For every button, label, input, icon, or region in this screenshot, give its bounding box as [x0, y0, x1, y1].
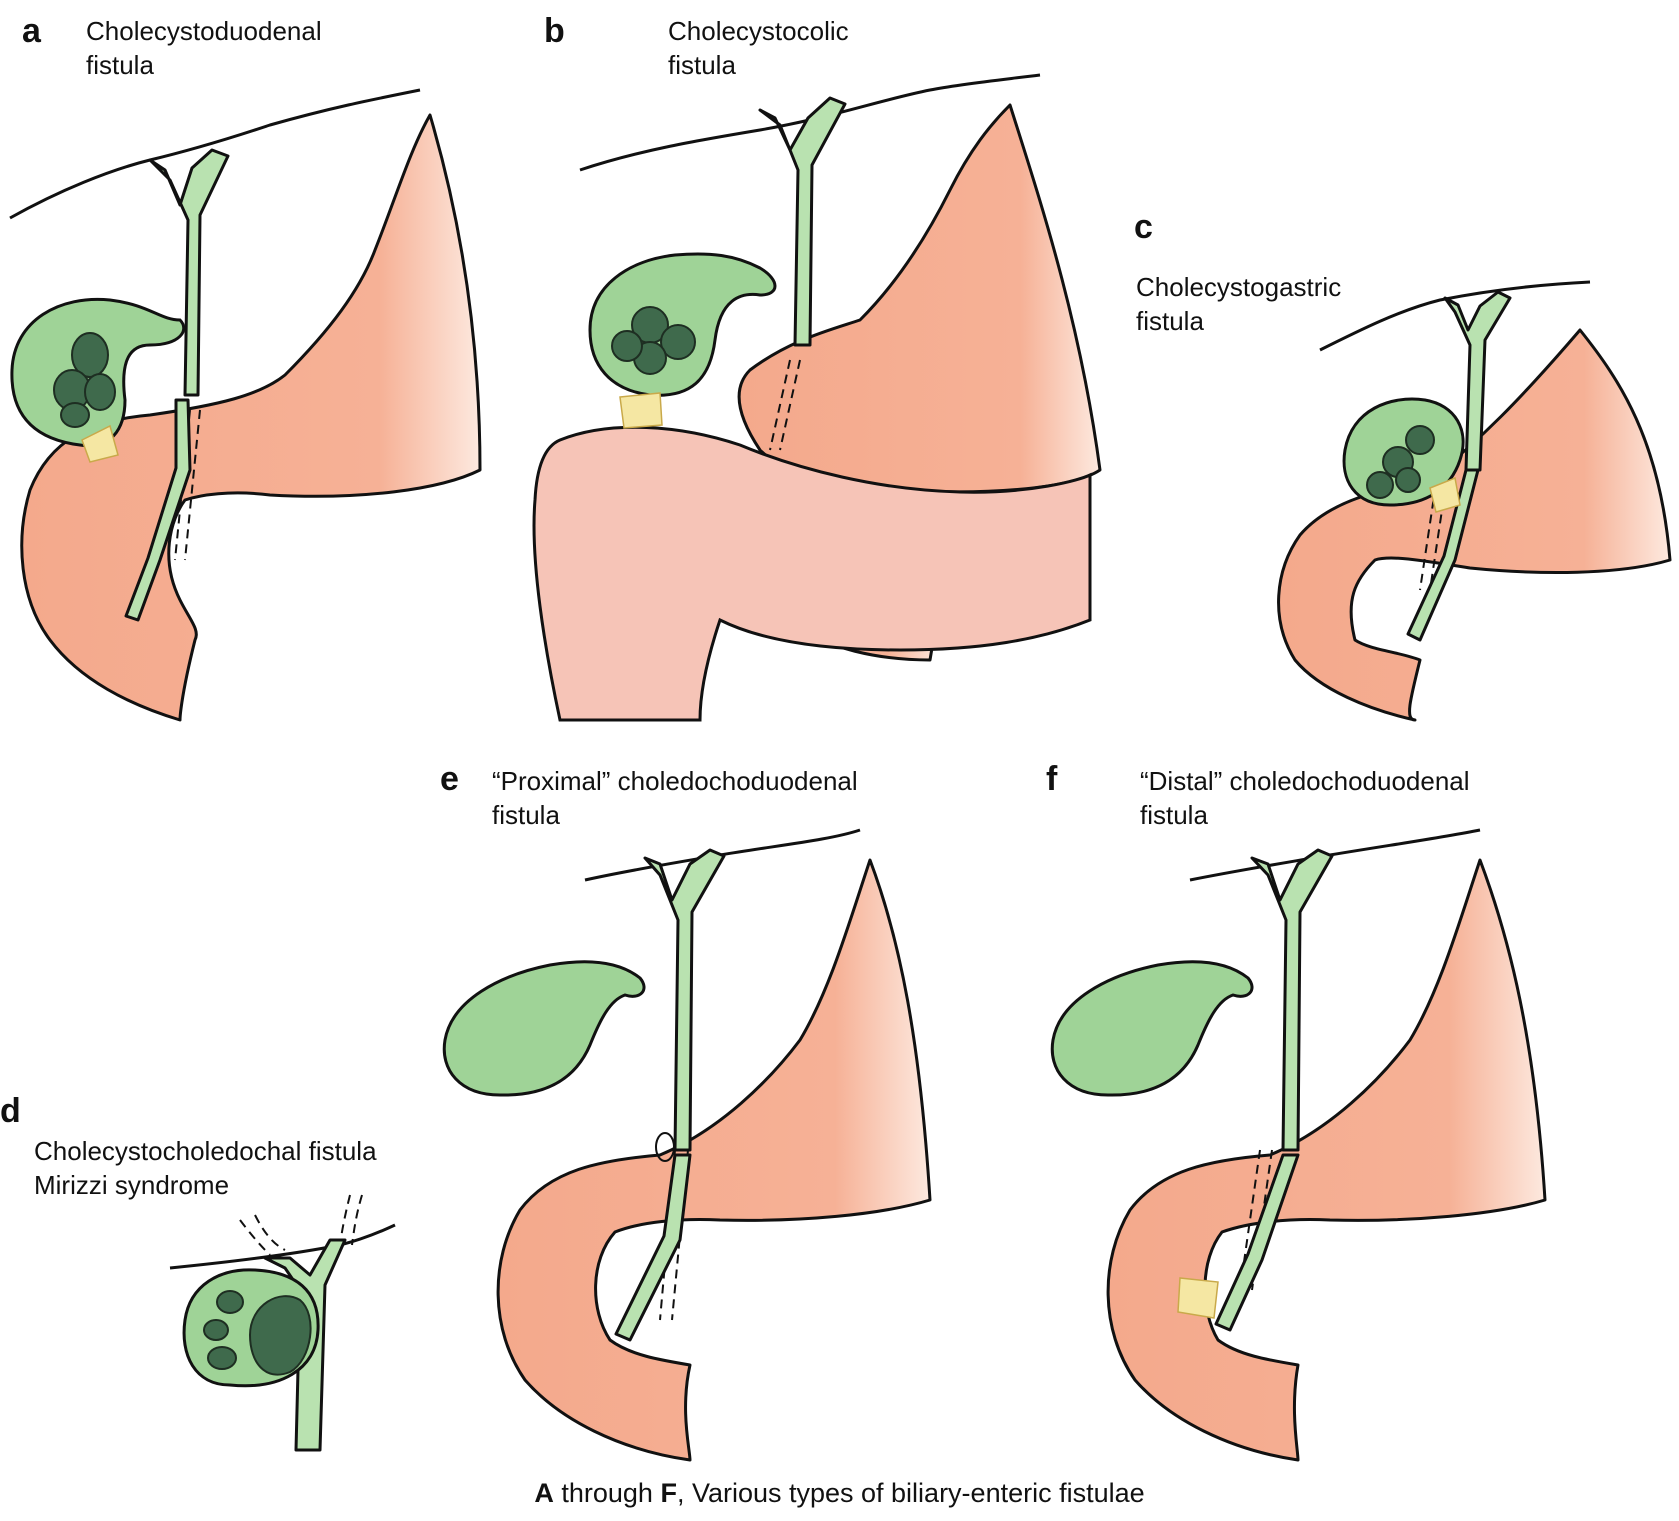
panel-a-title-line-2: fistula [86, 50, 154, 80]
panel-e-title: “Proximal” choledochoduodenal fistula [492, 764, 858, 832]
gallstone-c4 [1395, 467, 1421, 493]
panel-f-title-line-1: “Distal” choledochoduodenal [1140, 766, 1470, 796]
duodenum-stomach-e [496, 858, 932, 1462]
gallstone-d3 [207, 1346, 237, 1370]
panel-d-title-line-1: Cholecystocholedochal fistula [34, 1136, 377, 1166]
gallstone-a3 [84, 373, 116, 411]
hepatic-ducts-b [758, 96, 847, 347]
liver-dash-d [239, 1214, 286, 1256]
gallstone-c1 [1405, 425, 1435, 455]
panel-c-title-line-2: fistula [1136, 306, 1204, 336]
liver-edge-f [1189, 828, 1481, 882]
liver-edge [9, 88, 421, 220]
gallbladder-e [442, 960, 646, 1097]
panel-b-title: Cholecystocolic fistula [668, 14, 849, 82]
caption-bold-a: A [534, 1478, 554, 1508]
liver-edge-d [169, 1223, 396, 1270]
fistula-c [1429, 476, 1461, 513]
transverse-colon-b [532, 425, 1092, 722]
panel-b-title-line-1: Cholecystocolic [668, 16, 849, 46]
gallstone-d2 [203, 1319, 229, 1341]
panel-d-illustration [169, 1194, 396, 1452]
intramural-duct-e [659, 1149, 689, 1321]
gallstone-a4 [60, 402, 90, 428]
panel-e-letter: e [440, 760, 459, 798]
gallbladder-f [1050, 960, 1254, 1097]
gallstone-b4 [611, 330, 643, 362]
panel-f-title-line-2: fistula [1140, 800, 1208, 830]
panel-c-title: Cholecystogastric fistula [1136, 270, 1341, 338]
panel-a-title: Cholecystoduodenal fistula [86, 14, 322, 82]
panel-a-letter: a [22, 12, 41, 50]
common-bile-duct-c [1406, 468, 1480, 642]
panel-b-title-line-2: fistula [668, 50, 736, 80]
gallstone-b2 [660, 324, 696, 360]
panel-a-title-line-1: Cholecystoduodenal [86, 16, 322, 46]
panel-e-illustration [442, 828, 932, 1462]
gallstone-d1 [216, 1290, 244, 1314]
common-bile-duct-a [124, 398, 192, 622]
panel-d-title-line-2: Mirizzi syndrome [34, 1170, 230, 1200]
gallstone-a1 [71, 332, 109, 378]
panel-a-illustration [9, 88, 482, 722]
intramural-duct-f [1239, 1149, 1273, 1291]
panel-d-title: Cholecystocholedochal fistula Mirizzi sy… [34, 1134, 377, 1202]
duct-dash-d [339, 1194, 363, 1246]
panel-b-letter: b [544, 12, 565, 50]
common-bile-duct-e [614, 1153, 692, 1342]
caption-bold-f: F [660, 1478, 677, 1508]
fistula-a [81, 424, 119, 463]
gallstone-d4-large [248, 1295, 312, 1376]
hepatic-ducts-a [148, 148, 230, 397]
caption-rest: , Various types of biliary-enteric fistu… [676, 1478, 1145, 1508]
hepatic-ducts-e [643, 848, 726, 1152]
hepatic-ducts-c [1443, 290, 1512, 472]
duodenum-stomach-a [20, 113, 482, 722]
panel-e-title-line-1: “Proximal” choledochoduodenal [492, 766, 858, 796]
stomach-b [737, 103, 1102, 494]
fistula-f [1177, 1277, 1219, 1319]
fistula-b [619, 392, 663, 429]
fistula-opening-e [655, 1132, 675, 1162]
panel-c-illustration [1277, 280, 1672, 722]
panel-f-letter: f [1046, 760, 1058, 798]
panel-d-letter: d [0, 1092, 21, 1130]
caption-through: through [553, 1478, 661, 1508]
panel-f-illustration [1050, 828, 1547, 1462]
liver-edge-c [1319, 280, 1591, 352]
intramural-duct-b [769, 359, 801, 451]
duodenum-stomach-f [1106, 858, 1547, 1462]
gallstone-c3 [1366, 471, 1394, 499]
panel-e-title-line-2: fistula [492, 800, 560, 830]
hepatic-ducts-f [1250, 848, 1334, 1152]
figure-caption: A through F, Various types of biliary-en… [0, 1478, 1679, 1509]
panel-c-title-line-1: Cholecystogastric [1136, 272, 1342, 302]
panel-c-letter: c [1134, 208, 1153, 246]
panel-f-title: “Distal” choledochoduodenal fistula [1140, 764, 1470, 832]
common-bile-duct-f [1214, 1153, 1300, 1332]
panel-b-illustration [532, 73, 1102, 722]
